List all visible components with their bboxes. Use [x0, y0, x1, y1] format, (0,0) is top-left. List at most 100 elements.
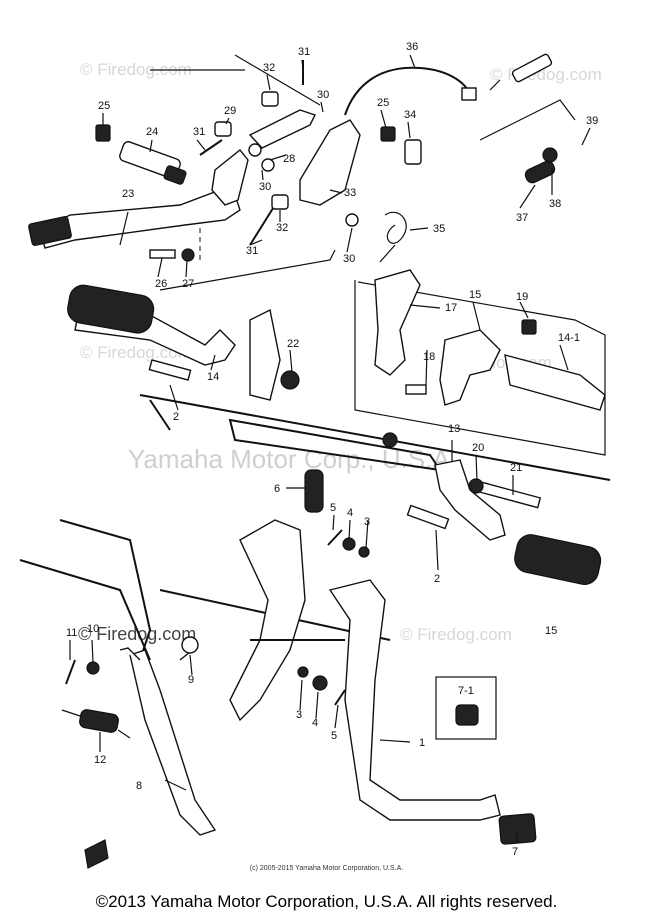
callout-label: 3	[296, 709, 302, 721]
pedal-arm	[211, 149, 249, 206]
brake-cable	[344, 66, 471, 116]
callout-label: 19	[516, 291, 528, 303]
callout-label: 4	[347, 507, 353, 519]
side-stand	[129, 649, 217, 836]
callout-label: 20	[472, 442, 484, 454]
callout-label: 3	[364, 516, 370, 528]
rear-footrest-group	[354, 269, 606, 456]
side-stand-spring	[79, 709, 119, 733]
footrest-bracket-lower	[439, 329, 501, 406]
guide-line	[150, 54, 336, 291]
nut	[468, 478, 484, 494]
callout-label: 34	[404, 109, 416, 121]
callout-label: 11	[66, 627, 77, 639]
callout-label: 13	[448, 423, 460, 435]
callout-label: 24	[146, 126, 158, 138]
callout-label: 25	[98, 100, 110, 112]
bolt	[406, 504, 450, 530]
callout-label: 31	[246, 245, 258, 257]
leader-line	[69, 54, 591, 842]
stand-stopper	[455, 704, 479, 726]
callout-label: 6	[274, 483, 280, 495]
footrest-mount	[249, 308, 281, 401]
callout-label: 8	[136, 780, 142, 792]
callout-label: 32	[276, 222, 288, 234]
bolt	[95, 124, 111, 142]
leader-lines	[69, 54, 591, 842]
nut	[312, 675, 328, 691]
clevis-pin	[271, 194, 289, 210]
callout-label: 21	[510, 462, 522, 474]
frame-tube	[19, 394, 611, 661]
callout-label: 38	[549, 198, 561, 210]
stand-rubber	[498, 813, 537, 845]
bolt	[405, 384, 427, 395]
clevis-pin	[261, 91, 279, 107]
brake-pedal-group	[28, 53, 576, 291]
pivot-bolt	[404, 139, 422, 165]
callout-label: 15	[469, 289, 481, 301]
callout-label: 17	[445, 302, 457, 314]
watermark: © Firedog.com	[80, 60, 192, 79]
callout-label: 30	[343, 253, 355, 265]
pivot-shaft-end	[163, 165, 187, 185]
callout-label: 10	[87, 623, 99, 635]
footrest-rubber	[514, 534, 602, 585]
nut	[521, 319, 537, 335]
watermark: © Firedog.com	[80, 343, 192, 362]
return-spring	[524, 160, 556, 184]
right-footrest-arm	[434, 459, 506, 541]
callout-label: 1	[419, 737, 425, 749]
brake-rod	[248, 109, 316, 149]
bolt	[148, 359, 192, 381]
copyright-footer: ©2013 Yamaha Motor Corporation, U.S.A. A…	[95, 892, 558, 911]
watermark: © Firedog.com	[400, 625, 512, 644]
washer	[261, 158, 275, 172]
callout-label: 2	[434, 573, 440, 585]
callout-label: 4	[312, 717, 318, 729]
callout-label: 33	[344, 187, 356, 199]
bolt	[380, 126, 396, 142]
callout-label: 30	[317, 89, 329, 101]
cotter-pin	[65, 659, 76, 685]
bushing	[214, 121, 232, 137]
washer	[358, 546, 370, 558]
stand-spring	[304, 469, 324, 513]
callout-label: 36	[406, 41, 418, 53]
callout-label: 22	[287, 338, 299, 350]
footrest-rubber	[67, 284, 155, 334]
callout-label: 31	[298, 46, 310, 58]
callout-label: 23	[122, 188, 134, 200]
callout-label: 35	[433, 223, 445, 235]
callout-label: 5	[330, 502, 336, 514]
callout-label: 27	[182, 278, 194, 290]
front-arrow-icon	[84, 839, 109, 869]
frame-group	[19, 284, 611, 869]
callout-labels: 1 2 2 3 3 4 4 5 5 6 7 7-1 8 9 10 11 12 1…	[66, 41, 598, 858]
callout-label: 31	[193, 126, 205, 138]
callout-label: 12	[94, 754, 106, 766]
callout-label: 39	[586, 115, 598, 127]
spring-clip	[542, 147, 558, 163]
callout-label: 28	[283, 153, 295, 165]
pedal-pad	[28, 216, 72, 246]
bolt	[478, 481, 542, 509]
callout-label: 32	[263, 62, 275, 74]
nut	[382, 432, 398, 448]
callout-label: 14-1	[558, 332, 580, 344]
spring-hook	[61, 709, 131, 739]
footrest-bar	[504, 354, 606, 411]
callout-label: 7	[512, 846, 518, 858]
footrest-bracket	[374, 269, 421, 376]
callout-label: 15	[545, 625, 557, 637]
nut	[181, 248, 195, 262]
main-stand-leg-right	[328, 579, 501, 821]
callout-label: 14	[207, 371, 219, 383]
callout-label: 9	[188, 674, 194, 686]
callout-label: 30	[259, 181, 271, 193]
brake-pedal	[39, 189, 241, 249]
spring	[379, 211, 407, 263]
brake-switch	[511, 53, 553, 83]
washer	[345, 213, 359, 227]
